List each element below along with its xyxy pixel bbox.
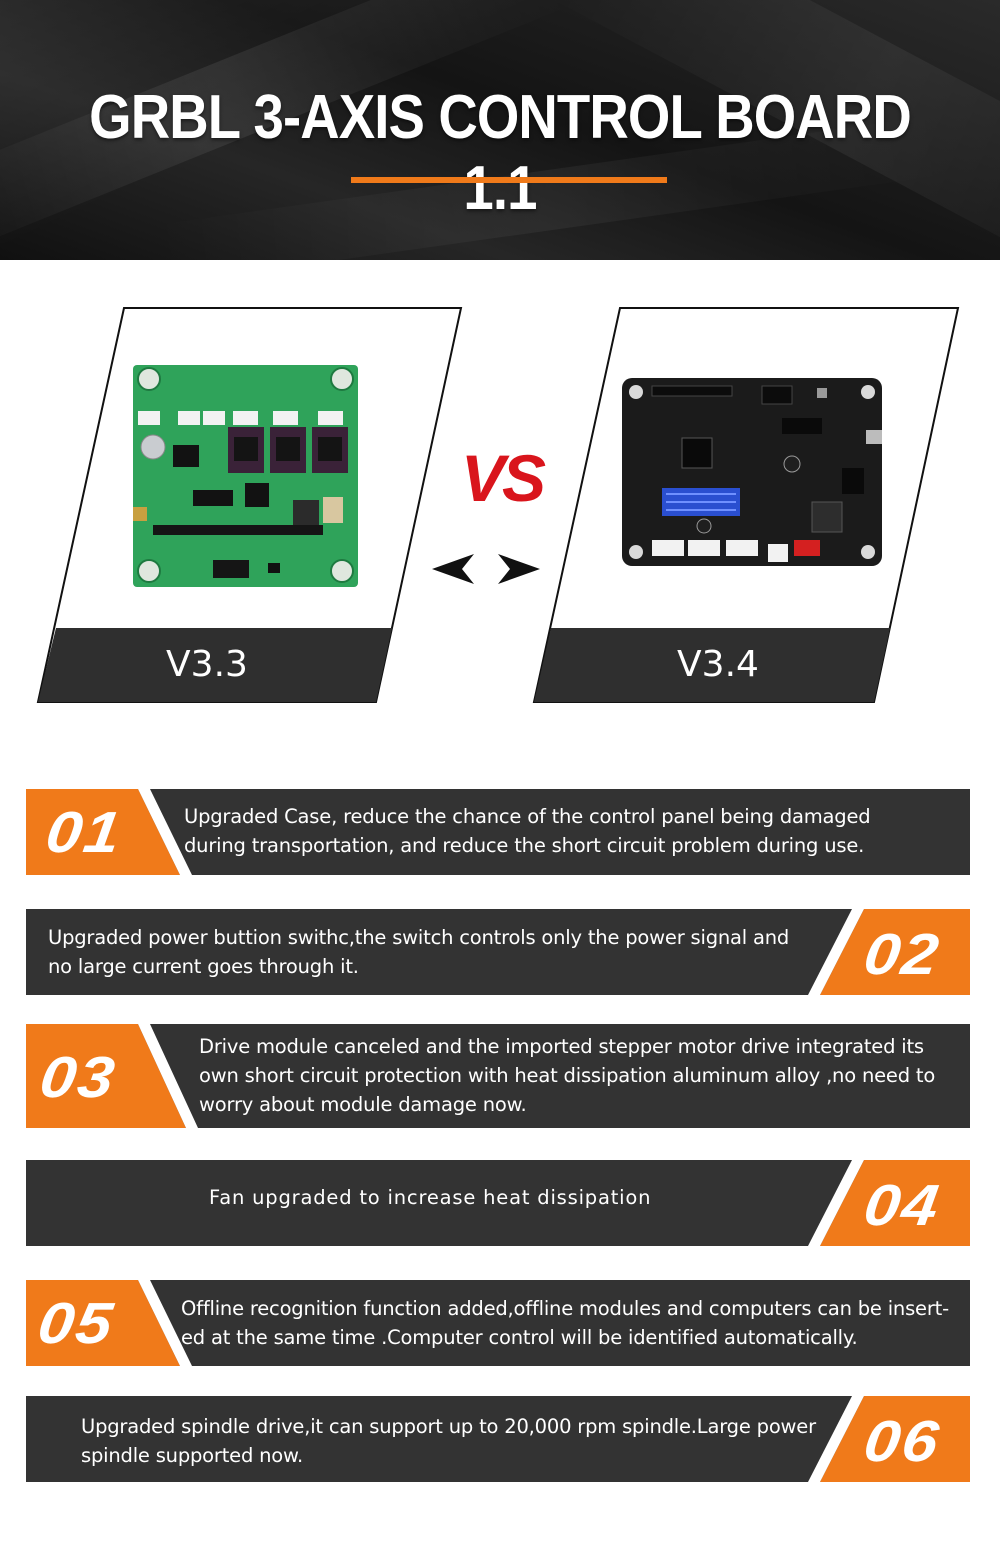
mount-hole (629, 545, 643, 559)
connector (203, 411, 225, 425)
header-banner: GRBL 3-AXIS CONTROL BOARD 1.1 (0, 0, 1000, 260)
version-label-left: V3.3 (166, 644, 248, 685)
connector (138, 411, 160, 425)
feature-badge-divider (138, 1024, 198, 1128)
connector (726, 540, 758, 556)
feature-badge-divider (808, 909, 864, 995)
mount-hole (629, 385, 643, 399)
feature-bar-bg (26, 1396, 970, 1482)
chip (681, 437, 713, 469)
chip (782, 418, 822, 434)
pin-header (651, 385, 733, 397)
feature-number-badge (26, 1280, 180, 1366)
feature-bar-bg (26, 1160, 970, 1246)
connector (178, 411, 200, 425)
feature-text: Upgraded spindle drive,it can support up… (81, 1415, 816, 1467)
feature-number-badge (820, 1396, 970, 1482)
feature-item-02: 02 Upgraded power buttion swithc,the swi… (26, 909, 970, 995)
usb-port (133, 507, 147, 521)
capacitor (783, 455, 801, 473)
pin-header (213, 560, 249, 578)
mount-hole (137, 559, 161, 583)
feature-text: Drive module canceled and the imported s… (199, 1035, 936, 1116)
feature-number-badge (820, 909, 970, 995)
board-v34-image (622, 378, 882, 566)
connector (652, 540, 684, 556)
feature-number: 03 (36, 1045, 121, 1110)
mount-hole (861, 545, 875, 559)
vs-label: VS (460, 441, 546, 515)
feature-number: 01 (42, 800, 127, 865)
feature-item-01: 01 Upgraded Case, reduce the chance of t… (26, 789, 970, 875)
usb-port (866, 430, 882, 444)
feature-number: 02 (860, 922, 945, 987)
right-label-band (534, 628, 890, 702)
page-title: GRBL 3-AXIS CONTROL BOARD 1.1 (89, 83, 912, 223)
left-label-band (38, 628, 392, 702)
pin-header (153, 525, 323, 535)
arrow-right-icon (498, 554, 540, 584)
feature-badge-divider (808, 1160, 864, 1246)
resistor (323, 497, 343, 523)
feature-badge-divider (138, 1280, 192, 1366)
mount-hole (330, 367, 354, 391)
feature-number: 06 (860, 1409, 945, 1474)
arrow-left-icon (432, 554, 474, 584)
mount-hole (137, 367, 161, 391)
connector (273, 411, 298, 425)
feature-text: Upgraded Case, reduce the chance of the … (184, 805, 871, 857)
power-button (817, 388, 827, 398)
title-underline (351, 177, 667, 183)
chip (245, 483, 269, 507)
feature-number-badge (26, 1024, 186, 1128)
capacitor (696, 518, 712, 534)
chip (842, 468, 864, 494)
board-v33-image (133, 365, 358, 587)
feature-item-06: 06 Upgraded spindle drive,it can support… (26, 1396, 970, 1482)
feature-number-badge (820, 1160, 970, 1246)
feature-text: Upgraded power buttion swithc,the switch… (48, 926, 790, 978)
connector (768, 544, 788, 562)
inductor (811, 501, 843, 533)
feature-number: 05 (34, 1291, 119, 1356)
reset-button (268, 563, 280, 573)
connector (688, 540, 720, 556)
version-label-right: V3.4 (677, 644, 759, 685)
capacitor (140, 434, 166, 460)
pin-header (761, 385, 793, 405)
power-connector (794, 540, 820, 556)
feature-bar-bg (26, 909, 970, 995)
connector (318, 411, 343, 425)
feature-item-03: 03 Drive module canceled and the importe… (26, 1024, 970, 1128)
chip (173, 445, 199, 467)
feature-item-05: 05 Offline recognition function added,of… (26, 1280, 970, 1366)
feature-number-badge (26, 789, 180, 875)
feature-badge-divider (808, 1396, 864, 1482)
feature-badge-divider (138, 789, 192, 875)
mount-hole (330, 559, 354, 583)
inductor (293, 500, 319, 528)
chip (193, 490, 233, 506)
feature-text: Offline recognition function added,offli… (181, 1297, 949, 1349)
board-pcb (133, 365, 358, 587)
feature-number: 04 (860, 1173, 945, 1238)
feature-item-04: 04 Fan upgraded to increase heat dissipa… (26, 1160, 970, 1246)
mount-hole (861, 385, 875, 399)
feature-text: Fan upgraded to increase heat dissipatio… (209, 1186, 652, 1209)
connector (233, 411, 258, 425)
